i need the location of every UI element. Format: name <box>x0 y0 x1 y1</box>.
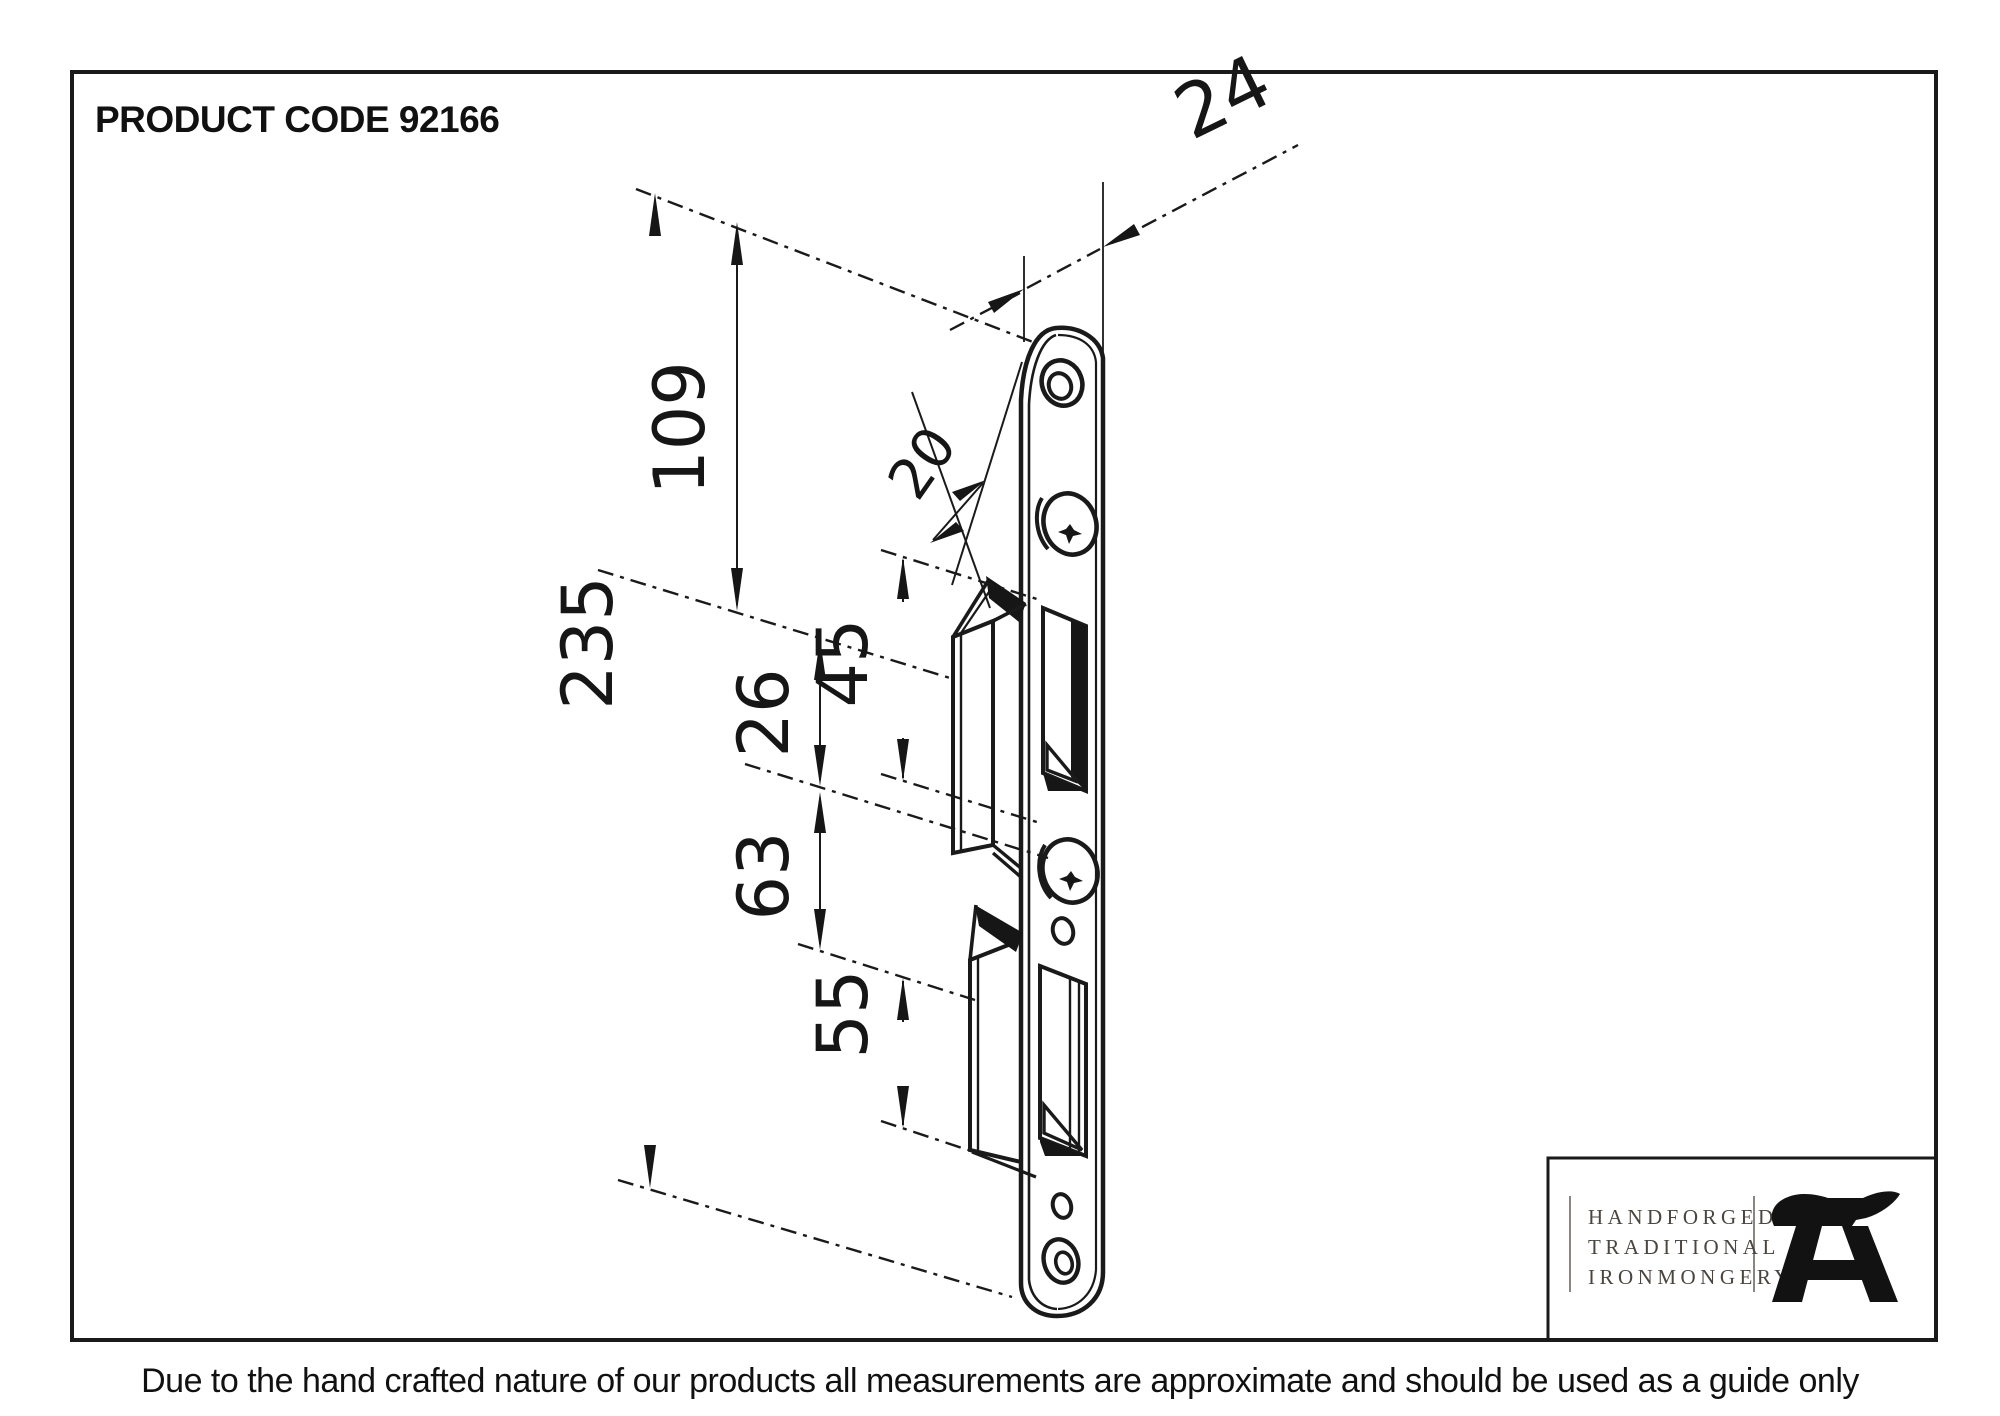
plate-outline <box>1018 325 1106 1319</box>
dim-deadbolt-cutout: 55 <box>802 969 909 1128</box>
dim-label-20: 20 <box>876 416 970 512</box>
torx-mark <box>1059 871 1083 891</box>
plate-edge-inner-topright <box>1057 333 1098 363</box>
plate-edge-inner-bottomright <box>1057 1269 1098 1311</box>
dim-latch-cutout: 45 <box>802 557 909 781</box>
dim-plate-width: 24 <box>949 38 1299 354</box>
bottom-small-hole <box>1050 1192 1074 1220</box>
ref-deadbolt-bottom <box>880 1119 969 1152</box>
dim-overall-length: 235 <box>547 193 661 1188</box>
top-screw-head <box>1034 491 1099 557</box>
centre-screw-head <box>1037 837 1100 905</box>
brand-logo: HANDFORGED TRADITIONAL IRONMONGERY <box>1546 1156 1938 1342</box>
dim-label-55: 55 <box>802 969 884 1058</box>
ref-cutout-top <box>880 548 1041 602</box>
ref-cutout-bottom <box>880 772 1041 825</box>
dim-latch-to-deadbolt: 63 <box>723 792 826 950</box>
top-screw-hole <box>1039 358 1085 408</box>
ref-plate-bottom <box>617 1178 1013 1299</box>
product-code: PRODUCT CODE 92166 <box>95 99 499 140</box>
ref-top <box>635 187 1039 346</box>
dim-top-to-latch: 109 <box>639 222 743 611</box>
dim-label-63: 63 <box>723 831 805 920</box>
ref-latch-top <box>597 568 951 680</box>
ref-mid <box>744 762 1049 860</box>
deadbolt-cutout <box>1038 963 1088 1159</box>
logo-box <box>1546 1156 1938 1342</box>
logo-line2: TRADITIONAL <box>1588 1235 1780 1259</box>
centre-small-hole <box>1050 916 1076 946</box>
ref-deadbolt-top <box>797 942 976 1002</box>
latch-cutout-shadow <box>1071 620 1086 791</box>
logo-line1: HANDFORGED <box>1588 1205 1778 1229</box>
disclaimer-text: Due to the hand crafted nature of our pr… <box>141 1362 1859 1400</box>
strike-plate <box>951 325 1106 1319</box>
torx-mark <box>1058 524 1082 544</box>
dim-label-26: 26 <box>723 668 805 757</box>
deadbolt-lip <box>968 904 1037 1179</box>
dim-label-235: 235 <box>547 576 629 710</box>
dim-latch-lip-height: 26 <box>723 639 826 786</box>
dim-label-24: 24 <box>1162 38 1284 157</box>
plate-edge-inner-bottomleft <box>1027 1279 1058 1311</box>
latch-cutout <box>1041 604 1088 795</box>
sheet-border <box>70 70 1938 1342</box>
logo-line3: IRONMONGERY <box>1588 1265 1794 1289</box>
anvil-icon <box>1771 1191 1900 1302</box>
reference-lines <box>597 187 1049 1299</box>
plate-edge-inner-topleft <box>1027 333 1057 405</box>
dim-label-45: 45 <box>802 618 884 707</box>
latch-lip <box>951 576 1027 880</box>
dim-label-109: 109 <box>639 361 721 495</box>
deadbolt-lip-fold-tab <box>975 905 1023 952</box>
bottom-screw-hole <box>1041 1237 1081 1285</box>
